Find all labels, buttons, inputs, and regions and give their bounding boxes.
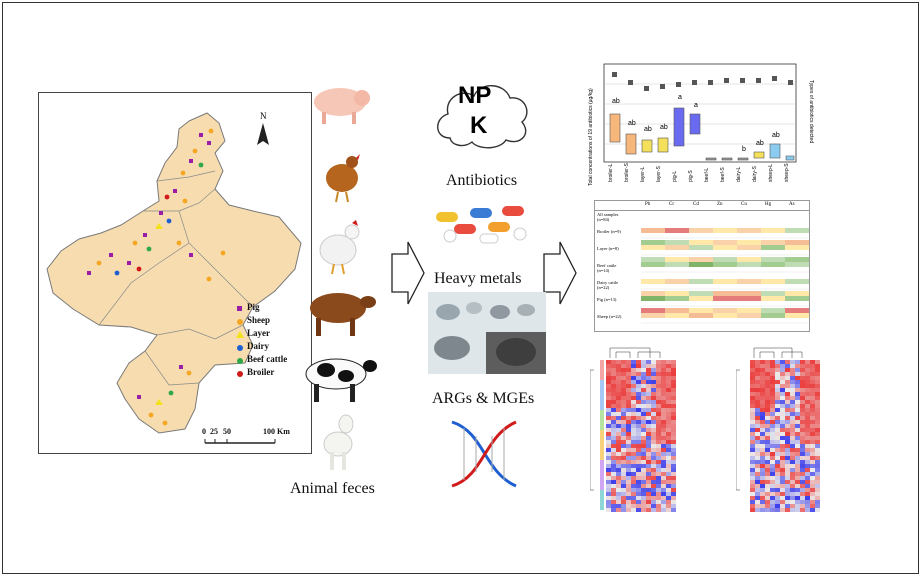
map-legend: Pig Sheep Layer Dairy Beef cattle Broile… — [235, 301, 311, 389]
heatmap-right-svg — [735, 347, 820, 512]
layer-marker-icon — [236, 331, 244, 338]
beef-cattle-icon — [310, 293, 376, 336]
scale-tick-50: 50 — [223, 427, 231, 436]
xlabel-1: broiler-S — [624, 163, 630, 182]
xlabel-5: pig-S — [688, 170, 694, 182]
letter-sheep-l: ab — [772, 132, 780, 139]
hen-icon — [319, 220, 360, 275]
table-heat-cells — [641, 228, 809, 324]
letter-layer-l: ab — [644, 126, 652, 133]
letter-broiler-s: ab — [628, 120, 636, 127]
scale-tick-0: 0 — [202, 427, 206, 436]
dairy-cow-icon — [305, 358, 377, 402]
th-cr: Cr — [669, 202, 674, 207]
legend-sheep: Sheep — [247, 315, 271, 325]
th-cd: Cd — [693, 202, 699, 207]
scale-bar — [204, 439, 276, 444]
sample-points — [87, 128, 226, 426]
antibiotics-label: Antibiotics — [446, 172, 518, 189]
letter-pig-l: a — [678, 94, 682, 101]
north-label: N — [260, 111, 267, 121]
xlabel-7: beef-S — [720, 167, 726, 182]
table-group-4: Dairy cattle (n=22) — [597, 280, 619, 290]
animal-feces-caption: Animal feces — [290, 480, 375, 497]
legend-dairy: Dairy — [247, 341, 269, 351]
region-shape — [46, 112, 302, 434]
th-as: As — [789, 202, 795, 207]
table-group-1: Broiler (n=9) — [597, 229, 621, 234]
goat-icon — [323, 414, 354, 470]
table-group-2: Layer (n=8) — [597, 246, 619, 251]
npk-cloud-icon — [437, 85, 528, 149]
dna-icon — [451, 420, 517, 488]
heavy-metals-label: Heavy metals — [434, 270, 522, 287]
table-group-3: Beef cattle (n=14) — [597, 263, 617, 273]
legend-pig: Pig — [247, 302, 260, 312]
th-hg: Hg — [765, 202, 772, 207]
pig-marker-icon — [237, 306, 242, 311]
xlabel-4: pig-L — [672, 170, 678, 182]
north-arrow-icon — [257, 123, 269, 145]
heavy-metals-image — [428, 292, 546, 374]
map-panel: N — [38, 92, 312, 454]
letter-pig-s: a — [694, 102, 698, 109]
scale-tick-25: 25 — [210, 427, 218, 436]
xlabel-8: dairy-L — [736, 166, 742, 182]
boxplot-panel: ab ab ab ab a a b ab ab broiler-L broile… — [588, 58, 818, 190]
xlabel-11: sheep-S — [784, 163, 790, 182]
scale-tick-100: 100 Km — [263, 427, 290, 436]
letter-dairy-s: ab — [756, 140, 764, 147]
th-zn: Zn — [717, 202, 723, 207]
th-pb: Pb — [645, 202, 651, 207]
xlabel-0: broiler-L — [608, 163, 614, 182]
table-group-6: Sheep (n=22) — [597, 314, 622, 319]
xlabel-6: beef-L — [704, 167, 710, 182]
map-svg: N — [46, 111, 302, 444]
npk-np: NP — [458, 82, 492, 109]
xlabel-3: layer-S — [656, 166, 662, 182]
heatmap-left — [589, 340, 702, 526]
letter-broiler-l: ab — [612, 98, 620, 105]
legend-beef-cattle: Beef cattle — [247, 354, 288, 364]
xlabel-10: sheep-L — [768, 163, 774, 182]
legend-layer: Layer — [247, 328, 270, 338]
beef-marker-icon — [237, 358, 243, 364]
letter-layer-s: ab — [660, 124, 668, 131]
boxplot-xlabels: broiler-L broiler-S layer-L layer-S pig-… — [604, 163, 796, 190]
heatmap-right-cells — [750, 360, 820, 512]
heatmap-left-cells — [606, 360, 676, 512]
xlabel-2: layer-L — [640, 166, 646, 182]
arrow-right-icon — [391, 241, 425, 305]
table-header-row: Pb Cr Cd Zn Cu Hg As — [595, 201, 809, 211]
arrow-right-icon-2 — [543, 241, 577, 305]
letter-dairy-l: b — [742, 146, 746, 153]
heavy-metal-table: Pb Cr Cd Zn Cu Hg As All samples (n=84) … — [594, 200, 810, 332]
dairy-marker-icon — [237, 345, 243, 351]
chicken-icon — [326, 154, 360, 203]
boxplot-svg — [603, 63, 797, 163]
table-group-5: Pig (n=13) — [597, 297, 617, 302]
heatmap-right — [735, 340, 848, 526]
sheep-marker-icon — [237, 319, 243, 325]
legend-broiler: Broiler — [247, 367, 275, 377]
broiler-marker-icon — [237, 371, 243, 377]
boxplot-ylabel-right: Types of antibiotics detected — [808, 80, 814, 144]
boxplot-ylabel-left: Total concentrations of 19 antibiotics (… — [588, 88, 594, 186]
table-group-0: All samples (n=84) — [597, 212, 619, 222]
xlabel-9: dairy-S — [752, 166, 758, 182]
animals-column: Animal feces — [290, 70, 390, 497]
heatmap-left-svg — [589, 347, 676, 512]
th-cu: Cu — [741, 202, 747, 207]
pig-icon — [314, 88, 370, 124]
args-mges-label: ARGs & MGEs — [432, 390, 535, 407]
npk-k: K — [470, 112, 488, 139]
pills-icon — [436, 206, 527, 244]
